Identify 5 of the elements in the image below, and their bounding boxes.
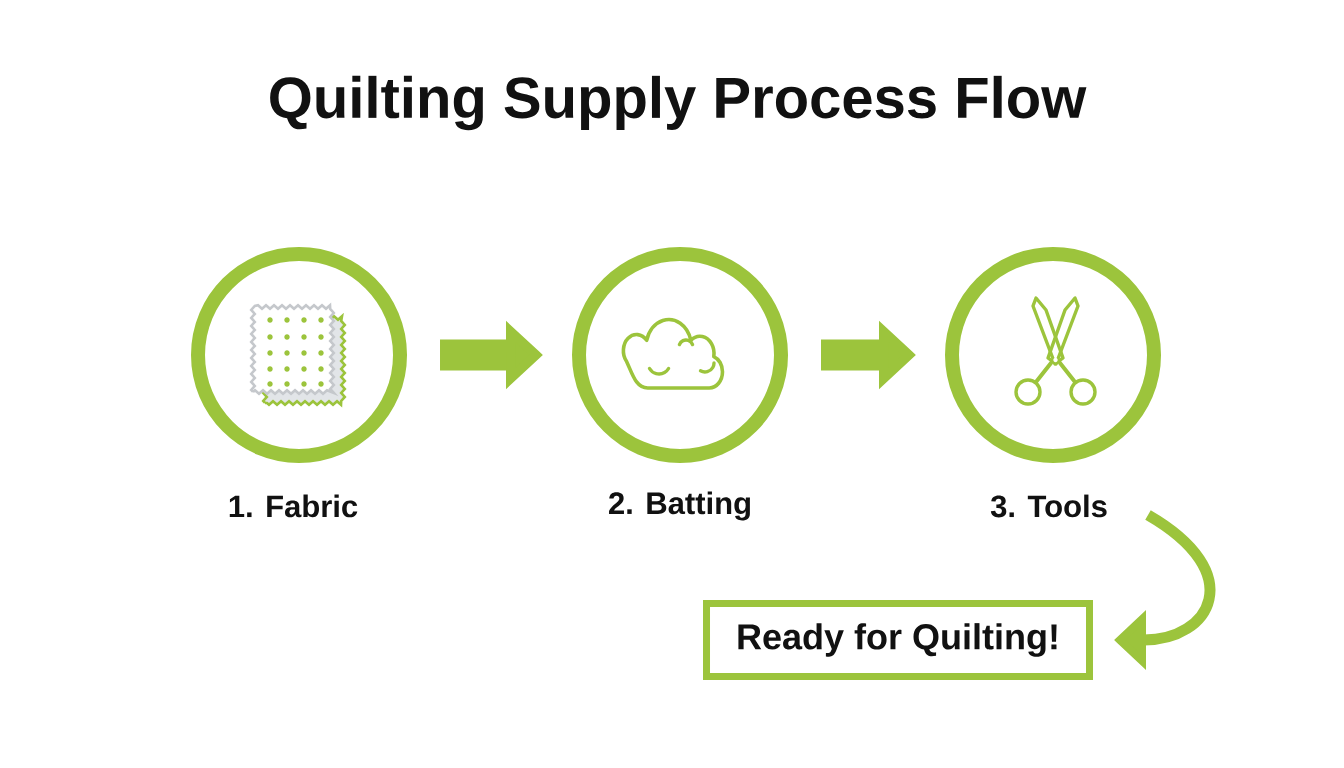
step-label: 3. Tools [990, 494, 1107, 518]
step-label: 1. Fabric [229, 494, 358, 518]
title: Quilting Supply Process Flow [270, 75, 1087, 131]
step-label: 2. Batting [609, 491, 750, 521]
result-box: Ready for Quilting! [703, 600, 1093, 680]
